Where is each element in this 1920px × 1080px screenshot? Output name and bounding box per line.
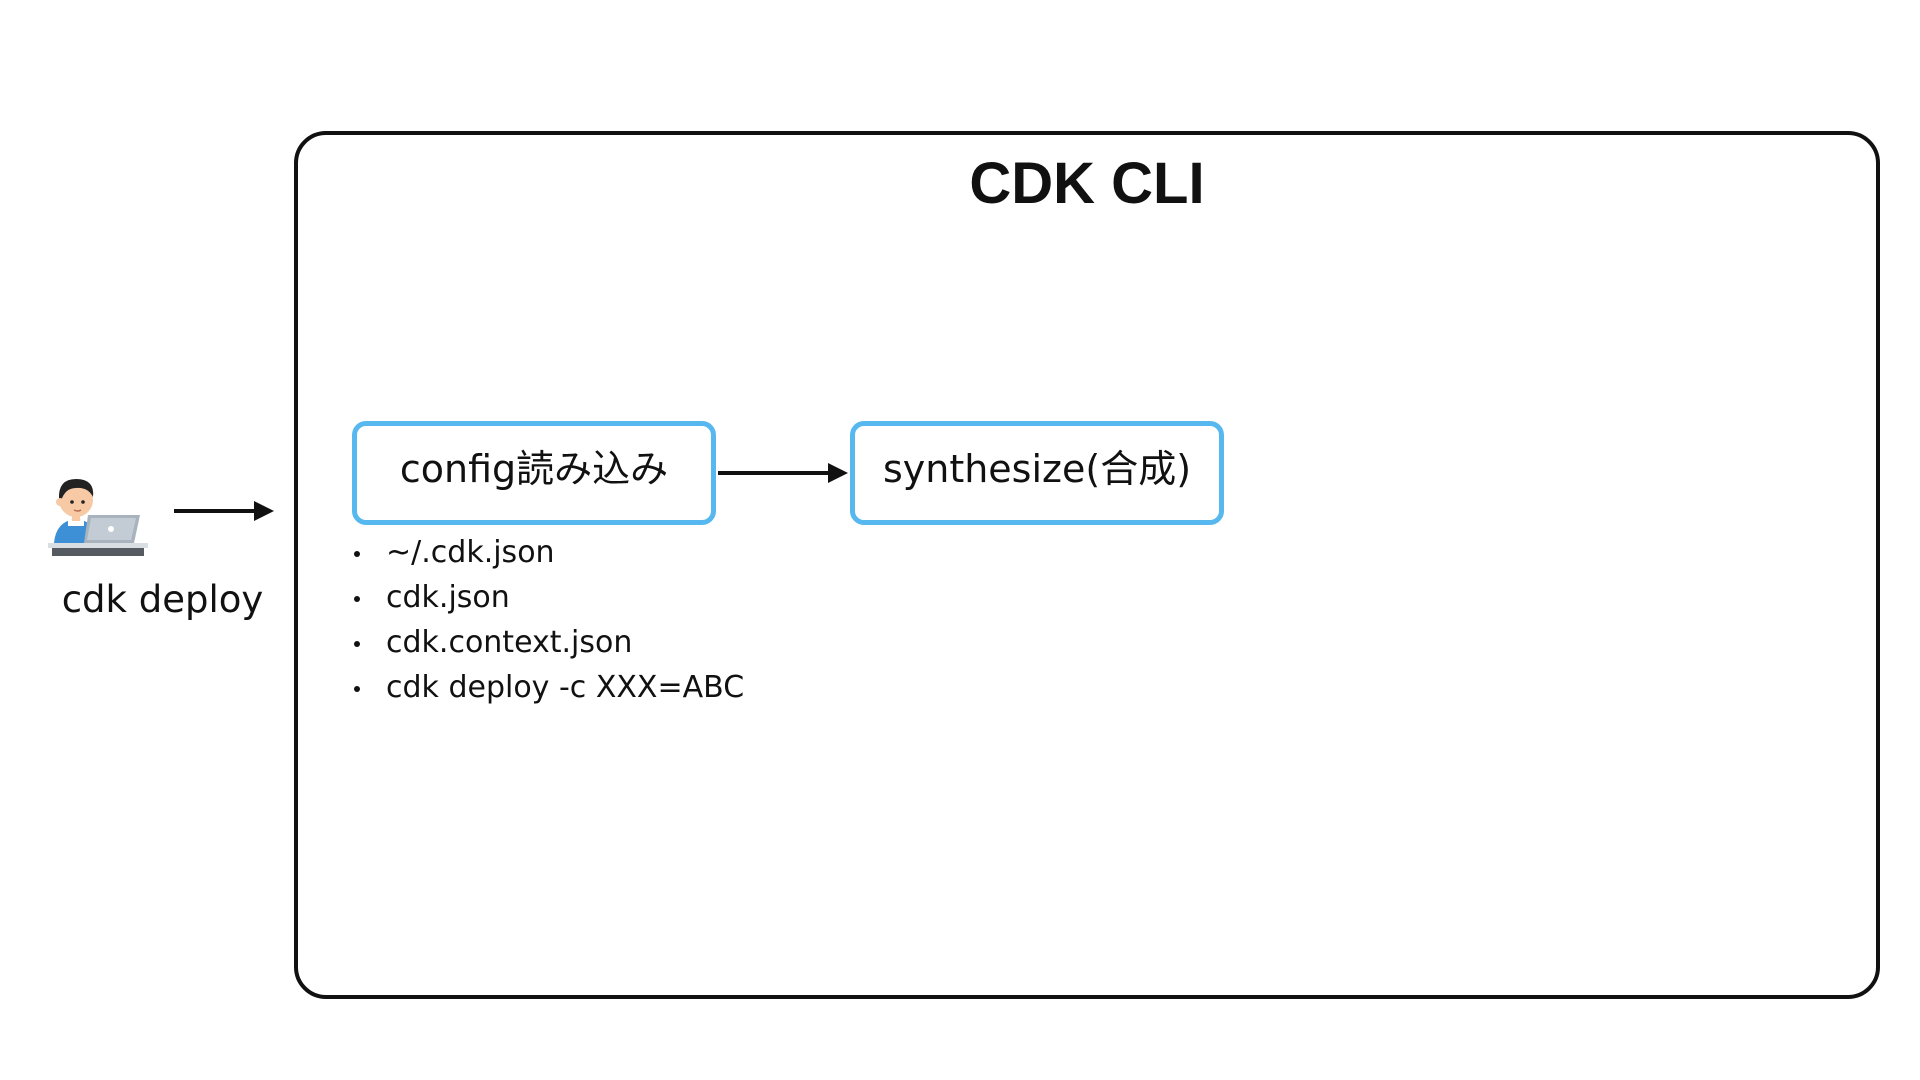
flow-arrow [718, 463, 848, 483]
cdk-cli-container [294, 131, 1880, 999]
bullet-icon [354, 551, 360, 557]
person-with-laptop-icon [48, 479, 148, 556]
config-source-text: cdk.context.json [386, 625, 633, 660]
config-load-step: config読み込み [352, 421, 716, 525]
list-item: cdk.context.json [350, 620, 744, 665]
config-load-label: config読み込み [399, 446, 669, 491]
config-source-text: ~/.cdk.json [386, 535, 555, 570]
config-source-text: cdk.json [386, 580, 510, 615]
synthesize-label: synthesize(合成) [882, 446, 1192, 491]
config-source-text: cdk deploy -c XXX=ABC [386, 670, 745, 705]
bullet-icon [354, 596, 360, 602]
entry-arrow [174, 501, 274, 521]
list-item: ~/.cdk.json [350, 530, 744, 575]
bullet-icon [354, 686, 360, 692]
list-item: cdk deploy -c XXX=ABC [350, 665, 744, 710]
user-command-label: cdk deploy [61, 578, 264, 621]
list-item: cdk.json [350, 575, 744, 620]
bullet-icon [354, 641, 360, 647]
cli-title: CDK CLI [969, 151, 1205, 216]
synthesize-step: synthesize(合成) [850, 421, 1224, 525]
config-sources-list: ~/.cdk.json cdk.json cdk.context.json cd… [350, 530, 744, 710]
